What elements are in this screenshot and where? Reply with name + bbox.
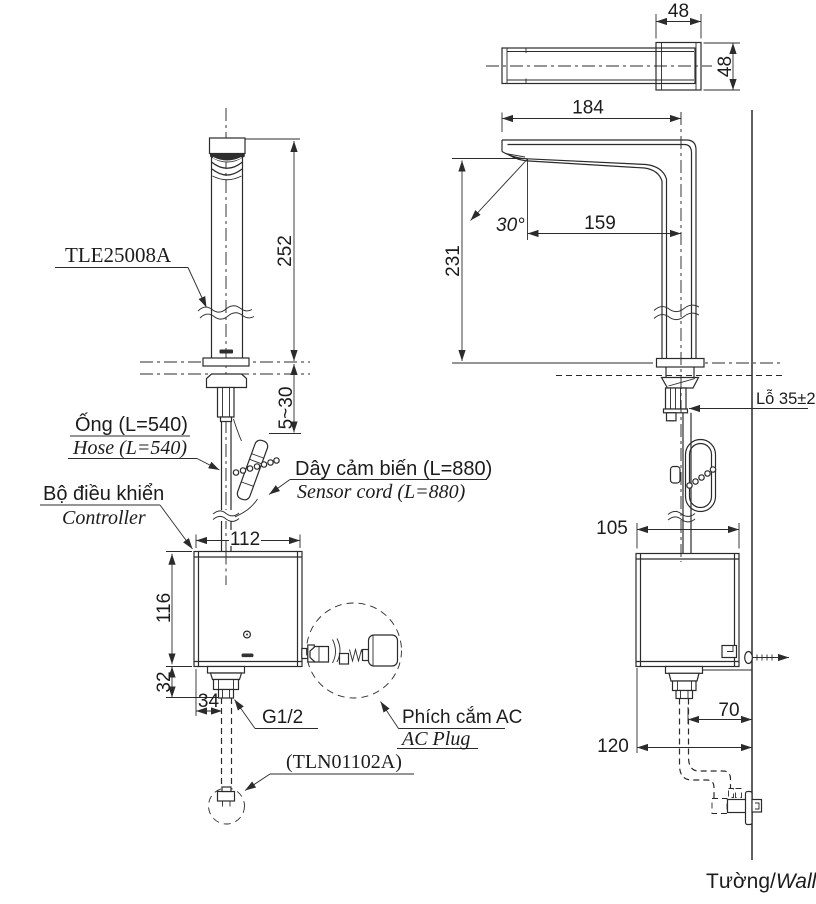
- dim-48-side: [703, 42, 740, 91]
- controller-box-front: [193, 550, 303, 668]
- label-hole: Lỗ 35±2: [756, 389, 816, 408]
- label-ac-plug-vi: Phích cắm AC: [402, 706, 522, 728]
- dim-120: [636, 668, 752, 753]
- dim-text-70: 70: [718, 700, 739, 721]
- wall-stop-valve: [711, 788, 763, 826]
- dim-34: [195, 669, 222, 716]
- faucet-base-side: [655, 357, 705, 422]
- label-hose-en: Hose (L=540): [72, 437, 187, 459]
- label-sensor-cord-en: Sensor cord (L=880): [297, 481, 466, 503]
- leader-ac-plug: [397, 728, 505, 749]
- label-hose-vi: Ống (L=540): [75, 412, 188, 436]
- side-view: 48 48 184 30° 159 231 Lỗ 35±2 105 70 120…: [443, 1, 816, 893]
- dim-text-112: 112: [230, 529, 260, 550]
- dim-252: [245, 138, 300, 361]
- dim-text-159: 159: [584, 213, 616, 234]
- sensor-cord-connector: [232, 418, 280, 518]
- supply-connection-side: [664, 665, 732, 798]
- label-ac-plug-en: AC Plug: [400, 728, 470, 750]
- stop-valve-detail-circle: [208, 786, 245, 825]
- aerator-mark: [219, 349, 233, 354]
- dim-text-48-side: 48: [715, 56, 736, 77]
- leader-hose: [68, 435, 197, 459]
- dim-text-30deg: 30°: [496, 215, 525, 236]
- wall-screw: [744, 650, 753, 665]
- dim-text-32: 32: [154, 671, 175, 692]
- dim-text-5-30: 5~30: [276, 387, 297, 430]
- faucet-base-front: [202, 357, 250, 423]
- dim-184: [501, 112, 681, 132]
- faucet-spout-front: [197, 137, 255, 359]
- dim-text-105: 105: [596, 518, 628, 539]
- label-stop-valve-code: (TLN01102A): [286, 751, 402, 773]
- controller-box-side: [635, 552, 789, 671]
- dim-5-30: [269, 364, 301, 434]
- dim-text-184: 184: [572, 98, 604, 119]
- dim-32: [166, 666, 219, 698]
- label-wall-vi: Tường/: [706, 870, 776, 893]
- dim-text-231: 231: [443, 245, 464, 277]
- label-wall-en: Wall: [776, 870, 816, 893]
- dim-text-48-top: 48: [668, 1, 689, 22]
- dim-30deg: [470, 158, 528, 240]
- hose-front: [212, 421, 240, 552]
- front-view: TLE25008A Ống (L=540) Hose (L=540) Bộ đi…: [40, 108, 522, 825]
- spout-top-view: [486, 14, 740, 91]
- supply-connection-front: [206, 665, 246, 788]
- dim-70: [687, 707, 752, 724]
- logo-mark: [241, 653, 254, 658]
- hose-side: [667, 412, 717, 554]
- faucet-side-profile: [501, 139, 700, 359]
- dim-text-116: 116: [154, 593, 175, 623]
- dim-text-120: 120: [597, 736, 629, 757]
- label-product-code: TLE25008A: [65, 243, 172, 267]
- dim-text-34: 34: [198, 691, 220, 712]
- label-thread: G1/2: [262, 707, 303, 728]
- dim-105: [636, 523, 740, 549]
- ac-plug-detail-circle: [301, 602, 402, 699]
- dim-112: [195, 530, 301, 548]
- dim-231: [452, 158, 524, 361]
- label-controller-vi: Bộ điều khiển: [43, 483, 164, 505]
- dim-text-252: 252: [275, 235, 296, 267]
- label-sensor-cord-vi: Dây cảm biến (L=880): [295, 458, 492, 480]
- dim-48-top: [655, 14, 702, 39]
- label-controller-en: Controller: [62, 507, 146, 529]
- label-wall: Tường/Wall: [706, 870, 816, 893]
